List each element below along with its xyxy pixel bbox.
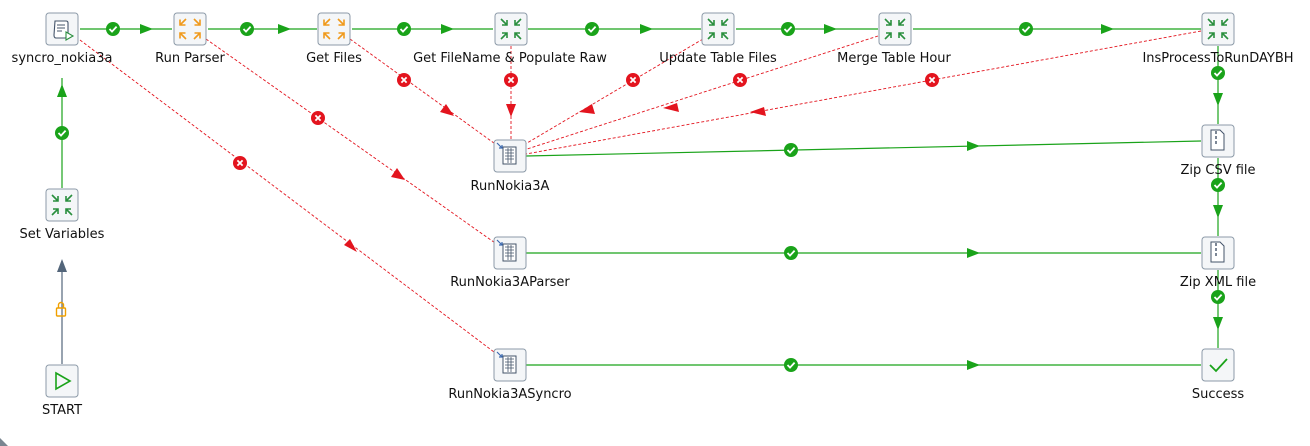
entry-get-filename[interactable]: [494, 12, 528, 46]
success-badge-icon: [584, 21, 600, 37]
lock-icon: [55, 301, 67, 317]
success-badge-icon: [396, 21, 412, 37]
hop-run-nokia3a-parser-to-zip-xml[interactable]: [526, 245, 1201, 261]
hop-get-files-to-get-filename[interactable]: [352, 21, 493, 37]
entry-zip-csv[interactable]: [1201, 124, 1235, 158]
entry-label-set-variables: Set Variables: [20, 227, 105, 242]
entry-set-variables[interactable]: [45, 188, 79, 222]
success-badge-icon: [1210, 177, 1226, 193]
entry-label-zip-xml: Zip XML file: [1180, 275, 1256, 290]
error-badge-icon: [625, 72, 641, 88]
entry-syncro-nokia3a[interactable]: [45, 12, 79, 46]
hop-error-get-files-to-run-nokia3a[interactable]: [349, 38, 499, 147]
hop-update-table-to-merge-table[interactable]: [736, 21, 878, 37]
start-icon: [55, 371, 72, 391]
success-badge-icon: [780, 21, 796, 37]
checkmark-icon: [1209, 358, 1228, 373]
entry-label-run-nokia3a-parser: RunNokia3AParser: [450, 275, 570, 290]
entry-run-parser[interactable]: [173, 12, 207, 46]
zip-file-icon: [1210, 241, 1225, 263]
success-badge-icon: [54, 125, 70, 141]
hop-run-nokia3a-to-zip-csv[interactable]: [525, 140, 1202, 158]
entry-success[interactable]: [1201, 348, 1235, 382]
entry-label-update-table: Update Table Files: [659, 51, 777, 66]
success-badge-icon: [783, 245, 799, 261]
entry-label-run-parser: Run Parser: [155, 51, 225, 66]
zip-file-icon: [1210, 129, 1225, 151]
hop-error-syncro-to-run-nokia3a-syncro[interactable]: [79, 39, 499, 356]
entry-get-files[interactable]: [317, 12, 351, 46]
hop-insprocess-to-zip-csv[interactable]: [1210, 46, 1226, 124]
success-badge-icon: [1210, 65, 1226, 81]
entry-label-get-files: Get Files: [306, 51, 362, 66]
success-badge-icon: [783, 142, 799, 158]
entry-label-get-filename: Get FileName & Populate Raw: [413, 51, 607, 66]
error-badge-icon: [924, 72, 940, 88]
entry-run-nokia3a[interactable]: [493, 139, 527, 173]
entry-label-run-nokia3a: RunNokia3A: [471, 179, 550, 194]
hop-error-insprocess-to-run-nokia3a[interactable]: [525, 30, 1202, 155]
hop-start-to-set-variables[interactable]: [57, 259, 67, 364]
entry-label-insprocess: InsProcessToRunDAYBH: [1142, 51, 1293, 66]
entry-label-start: START: [42, 403, 82, 418]
entry-label-run-nokia3a-syncro: RunNokia3ASyncro: [448, 387, 571, 402]
success-badge-icon: [105, 21, 121, 37]
entry-run-nokia3a-syncro[interactable]: [493, 348, 527, 382]
success-badge-icon: [239, 21, 255, 37]
error-badge-icon: [732, 72, 748, 88]
entry-insprocess[interactable]: [1201, 12, 1235, 46]
success-badge-icon: [1018, 21, 1034, 37]
hop-zip-csv-to-zip-xml[interactable]: [1210, 158, 1226, 236]
hop-run-parser-to-get-files[interactable]: [208, 21, 317, 37]
hop-run-nokia3a-syncro-to-success[interactable]: [526, 357, 1201, 373]
entry-label-merge-table: Merge Table Hour: [837, 51, 951, 66]
hop-zip-xml-to-success[interactable]: [1210, 270, 1226, 348]
entry-merge-table[interactable]: [878, 12, 912, 46]
hop-error-merge-table-to-run-nokia3a[interactable]: [523, 35, 879, 151]
entry-run-nokia3a-parser[interactable]: [493, 236, 527, 270]
hop-syncro-to-run-parser[interactable]: [80, 21, 172, 37]
entry-zip-xml[interactable]: [1201, 236, 1235, 270]
hop-get-filename-to-update-table[interactable]: [528, 21, 701, 37]
resize-corner-icon[interactable]: [0, 438, 8, 446]
hop-error-get-filename-to-run-nokia3a[interactable]: [503, 46, 519, 139]
entry-label-syncro: syncro_nokia3a: [12, 51, 113, 66]
error-badge-icon: [396, 72, 412, 88]
hop-error-update-table-to-run-nokia3a[interactable]: [521, 38, 704, 147]
error-badge-icon: [310, 110, 326, 126]
entry-start[interactable]: [45, 364, 79, 398]
error-badge-icon: [503, 72, 519, 88]
entry-update-table[interactable]: [701, 12, 735, 46]
entry-label-zip-csv: Zip CSV file: [1180, 163, 1255, 178]
success-badge-icon: [783, 357, 799, 373]
hop-error-run-parser-to-run-nokia3a-parser[interactable]: [205, 38, 499, 246]
script-icon: [53, 20, 75, 41]
success-badge-icon: [1210, 289, 1226, 305]
hop-merge-table-to-insprocess[interactable]: [913, 21, 1201, 37]
hop-set-variables-to-syncro[interactable]: [54, 78, 70, 188]
entry-label-success: Success: [1192, 387, 1245, 402]
error-badge-icon: [232, 155, 248, 171]
